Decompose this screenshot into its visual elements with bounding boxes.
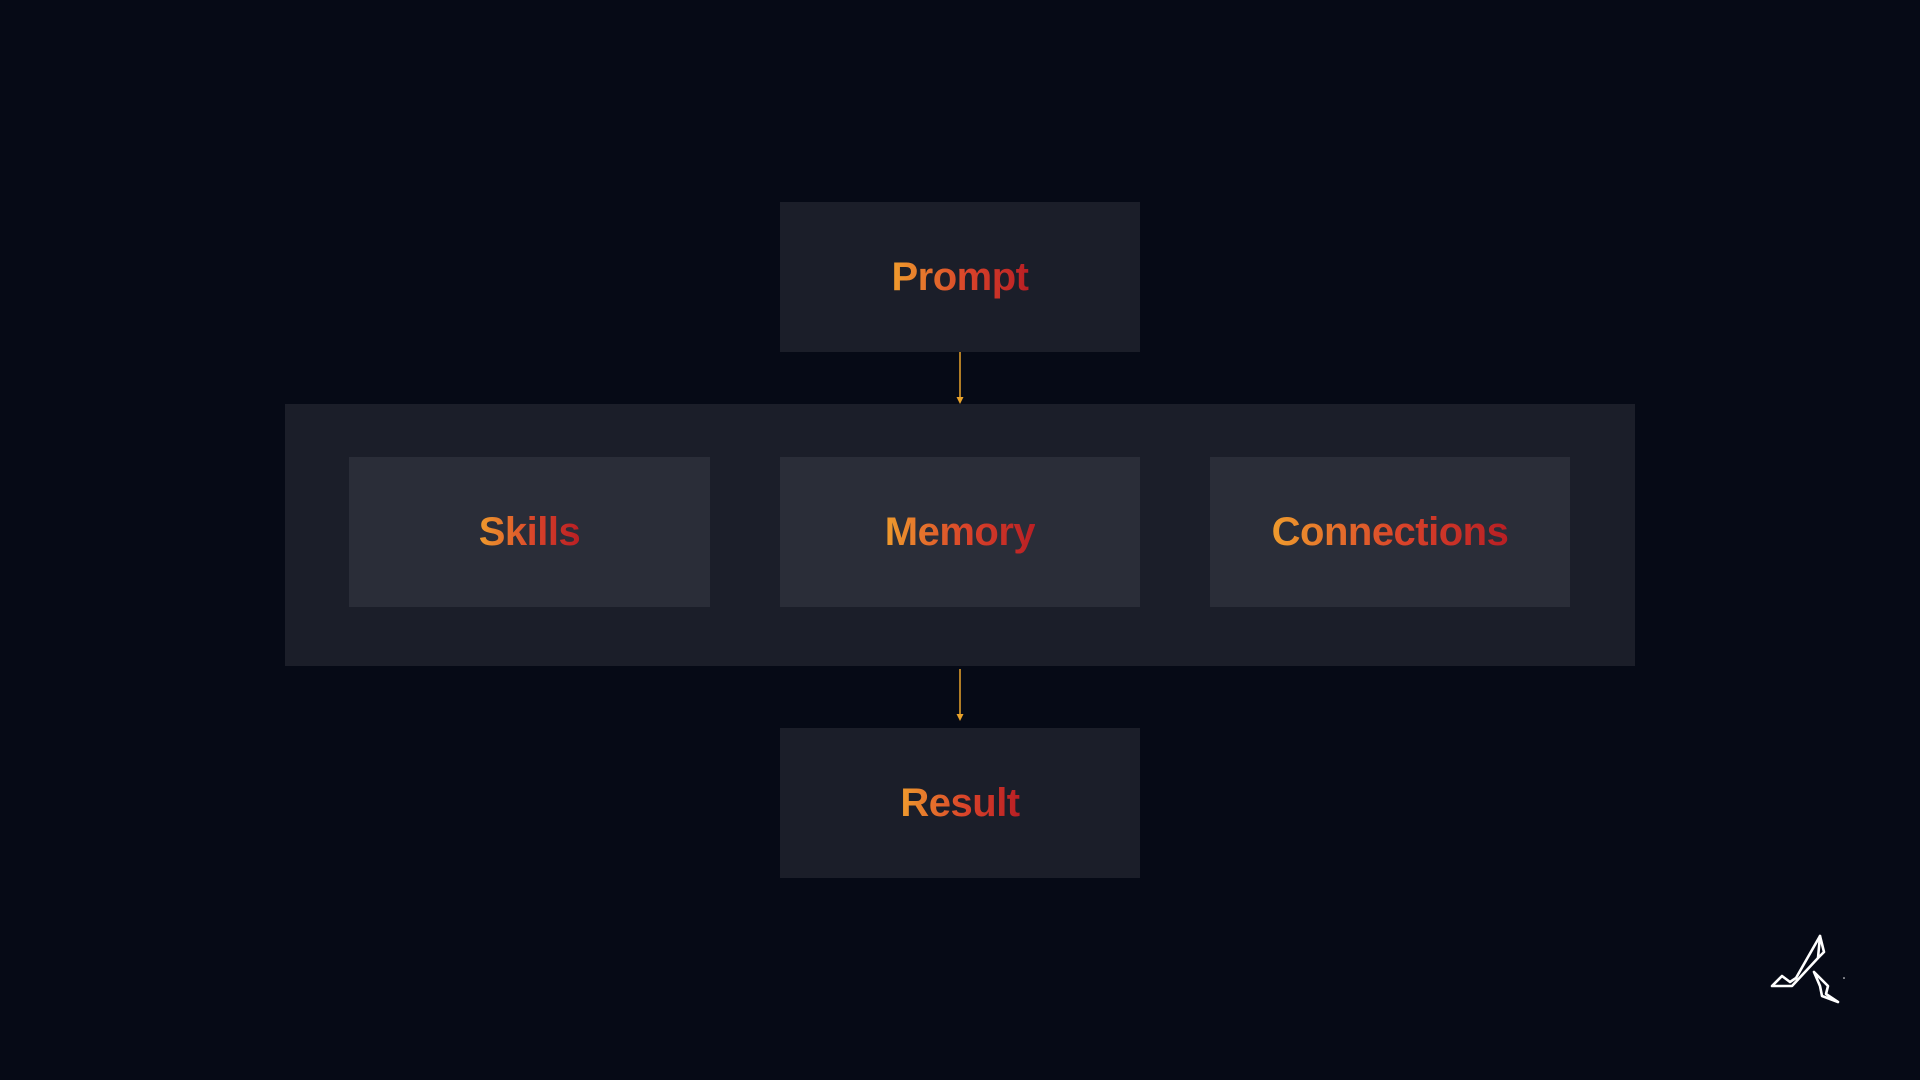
- result-box: Result: [780, 728, 1140, 878]
- connections-box: Connections: [1210, 457, 1570, 607]
- prompt-box: Prompt: [780, 202, 1140, 352]
- memory-label: Memory: [884, 509, 1036, 554]
- mountain-logo-icon: [1770, 934, 1845, 1004]
- connections-label: Connections: [1271, 509, 1509, 554]
- arrow-prompt-to-components: [956, 352, 964, 404]
- memory-box: Memory: [780, 457, 1140, 607]
- arrow-components-to-result: [956, 669, 964, 721]
- skills-label: Skills: [478, 509, 581, 554]
- skills-box: Skills: [349, 457, 710, 607]
- result-label: Result: [900, 780, 1020, 825]
- prompt-label: Prompt: [891, 254, 1030, 299]
